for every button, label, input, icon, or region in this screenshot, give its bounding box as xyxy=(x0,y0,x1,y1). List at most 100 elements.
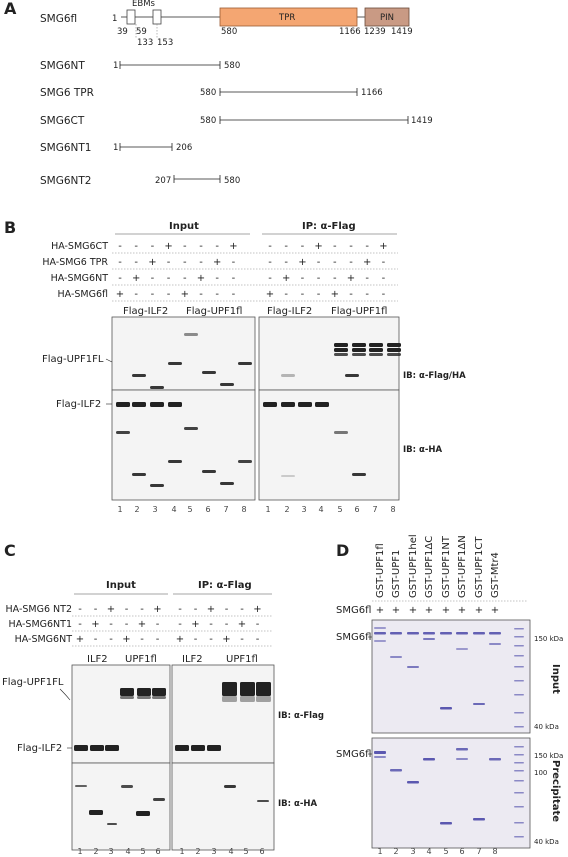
gel-band xyxy=(514,726,524,728)
panel-b-row-label: HA-SMG6CT xyxy=(51,241,108,252)
panel-c-sign: - xyxy=(256,619,260,630)
blot-band xyxy=(116,431,130,434)
pos-153: 153 xyxy=(157,38,173,48)
construct-smg6fl-label: SMG6fl xyxy=(40,13,77,25)
panel-c-sign: + xyxy=(122,634,130,645)
panel-c-condition-rows: HA-SMG6 NT2--+--+--+--+HA-SMG6NT1-+--+--… xyxy=(6,604,272,647)
blot-band xyxy=(184,427,198,430)
panel-b-sign: + xyxy=(164,241,172,252)
blot-band xyxy=(334,353,348,356)
panel-b-lane-number-ip: 8 xyxy=(390,505,395,514)
construct-smg6nt-end: 580 xyxy=(224,61,240,71)
gel-band xyxy=(407,632,419,635)
panel-c-lane-number-ip: 2 xyxy=(195,847,200,856)
panel-c-lane-number-ip: 3 xyxy=(211,847,216,856)
panel-c-sign: - xyxy=(240,604,244,615)
panel-b-lane-number-ip: 6 xyxy=(354,505,359,514)
panel-b-sign: - xyxy=(151,273,155,284)
gel-band xyxy=(514,694,524,696)
panel-b-sign: - xyxy=(134,257,138,268)
blot-band xyxy=(298,402,312,407)
blot-band xyxy=(352,353,366,356)
blot-band xyxy=(202,470,216,473)
gel-band xyxy=(514,822,524,824)
panel-b-row-label: HA-SMG6NT xyxy=(51,273,109,284)
gel-band xyxy=(374,640,386,642)
panel-c-row-label: HA-SMG6NT xyxy=(15,634,73,645)
panel-c-sign: - xyxy=(78,604,82,615)
pos-1419: 1419 xyxy=(391,27,413,37)
panel-d-marker-150-precip: 150 kDa xyxy=(534,752,563,760)
panel-b-sign: + xyxy=(331,289,339,300)
gel-band xyxy=(390,632,402,635)
panel-c-sign: + xyxy=(107,604,115,615)
panel-c-sign: + xyxy=(191,619,199,630)
panel-c-blot-input-top xyxy=(71,664,171,764)
blot-band xyxy=(175,745,189,751)
ebm-box-2 xyxy=(152,9,162,25)
blot-band xyxy=(256,682,271,696)
blot-band xyxy=(136,811,150,816)
panel-b-blot-input-top xyxy=(111,316,256,391)
panel-b-sign: - xyxy=(199,289,203,300)
panel-b-sign: + xyxy=(282,273,290,284)
panel-b-sign: - xyxy=(301,241,305,252)
panel-c-ib-bottom: IB: α-HA xyxy=(278,799,317,809)
blot-band xyxy=(352,473,366,476)
construct-nt1-label: SMG6NT1 xyxy=(40,142,92,154)
gel-band xyxy=(514,806,524,808)
panel-c-sign: + xyxy=(238,619,246,630)
panel-c-sign: - xyxy=(94,604,98,615)
gel-band xyxy=(473,703,485,705)
panel-b-group-3: Flag-ILF2 xyxy=(267,306,312,317)
construct-nt1-end: 206 xyxy=(176,143,192,153)
panel-b-sign: - xyxy=(365,289,369,300)
panel-b-sign: - xyxy=(365,273,369,284)
panel-c-group-3: ILF2 xyxy=(182,654,203,665)
panel-b-sign: - xyxy=(349,241,353,252)
panel-b-sign: + xyxy=(181,289,189,300)
panel-d-sign: + xyxy=(425,605,433,616)
panel-d-lane-number: 6 xyxy=(459,847,464,856)
gel-band xyxy=(473,818,485,821)
panel-c-lane-number-ip: 5 xyxy=(243,847,248,856)
gel-band xyxy=(514,770,524,772)
gel-band xyxy=(456,632,468,635)
gel-band xyxy=(423,632,435,635)
construct-smg6nt-label: SMG6NT xyxy=(40,60,85,72)
gel-band xyxy=(407,781,419,784)
panel-c-sign: - xyxy=(178,604,182,615)
gel-band xyxy=(390,769,402,772)
panel-b-sign: + xyxy=(229,241,237,252)
blot-band xyxy=(281,402,295,407)
panel-b-lane-number: 2 xyxy=(134,505,139,514)
panel-b-sign: - xyxy=(268,257,272,268)
panel-d-lane-number: 1 xyxy=(377,847,382,856)
construct-nt2-label: SMG6NT2 xyxy=(40,175,92,187)
panel-c-sign: - xyxy=(109,634,113,645)
panel-b-sign: - xyxy=(349,257,353,268)
panel-c-sign: + xyxy=(176,634,184,645)
panel-c-lane-number: 5 xyxy=(140,847,145,856)
panel-b-lane-number: 3 xyxy=(152,505,157,514)
blot-band xyxy=(369,353,383,356)
panel-d-sign: + xyxy=(392,605,400,616)
panel-c-sign: + xyxy=(207,604,215,615)
panel-c-sign: + xyxy=(222,634,230,645)
panel-b-sign: - xyxy=(268,273,272,284)
panel-c-sign: - xyxy=(209,634,213,645)
panel-c-bands xyxy=(74,682,271,825)
pos-133: 133 xyxy=(137,38,153,48)
blot-band xyxy=(150,386,164,389)
panel-d-sign: + xyxy=(442,605,450,616)
panel-d-marker-100-precip: 100 xyxy=(534,769,547,777)
panel-d-sign: + xyxy=(376,605,384,616)
panel-d-column-label: GST-UPF1 xyxy=(391,550,402,598)
blot-band xyxy=(132,473,146,476)
panel-d-smg6-row-label: SMG6fl xyxy=(336,605,371,616)
panel-c-sign: - xyxy=(94,634,98,645)
tpr-label: TPR xyxy=(278,13,295,23)
panel-b-sign: - xyxy=(134,289,138,300)
gel-band xyxy=(407,666,419,668)
panel-b-lane-number: 6 xyxy=(205,505,210,514)
